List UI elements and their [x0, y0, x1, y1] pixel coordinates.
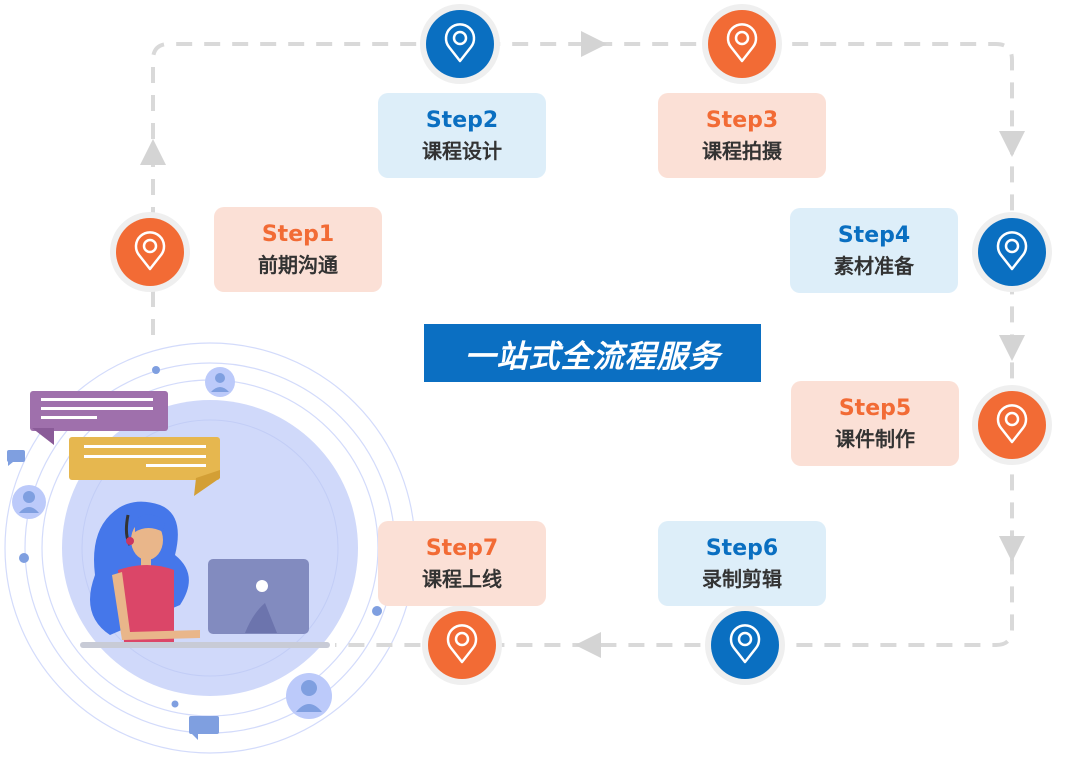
step-number: Step2 [425, 107, 499, 133]
step-marker-3 [702, 4, 782, 84]
step-card-2: Step2 课程设计 [378, 93, 546, 178]
location-pin-icon [134, 231, 166, 271]
step-number: Step5 [838, 395, 912, 421]
step-marker-5 [972, 385, 1052, 465]
step-name: 课程设计 [422, 138, 502, 163]
step-marker-4 [972, 212, 1052, 292]
arrow-right-icon [581, 31, 607, 57]
step-name: 课件制作 [835, 426, 915, 451]
step-marker-7 [422, 605, 502, 685]
step-name: 课程拍摄 [702, 138, 782, 163]
step-number: Step4 [837, 222, 911, 248]
step-card-3: Step3 课程拍摄 [658, 93, 826, 178]
step-name: 前期沟通 [258, 252, 338, 277]
step-card-1: Step1 前期沟通 [214, 207, 382, 292]
step-name: 录制剪辑 [702, 566, 782, 591]
step-card-7: Step7 课程上线 [378, 521, 546, 606]
page-title: 一站式全流程服务 [424, 324, 761, 382]
arrow-up-icon [140, 139, 166, 165]
user-avatar-icon [286, 673, 332, 719]
location-pin-icon [996, 231, 1028, 271]
step-card-5: Step5 课件制作 [791, 381, 959, 466]
arrow-down-icon [999, 131, 1025, 157]
location-pin-icon [446, 624, 478, 664]
step-name: 素材准备 [834, 253, 914, 278]
step-number: Step7 [425, 535, 499, 561]
step-number: Step6 [705, 535, 779, 561]
arrow-down-icon [999, 536, 1025, 562]
step-number: Step3 [705, 107, 779, 133]
direction-arrows [140, 31, 1025, 658]
purple-speech-bubble [30, 391, 168, 445]
step-card-4: Step4 素材准备 [790, 208, 958, 293]
location-pin-icon [996, 404, 1028, 444]
process-path [151, 42, 1014, 647]
chat-bubble-icon [189, 716, 219, 740]
step-name: 课程上线 [422, 566, 502, 591]
arrow-down-icon [999, 335, 1025, 361]
yellow-speech-bubble [69, 437, 220, 496]
location-pin-icon [444, 23, 476, 63]
user-avatar-icon [12, 485, 46, 519]
step-number: Step1 [261, 221, 335, 247]
customer-service-illustration [4, 342, 416, 754]
step-marker-2 [420, 4, 500, 84]
step-marker-6 [705, 605, 785, 685]
user-avatar-icon [205, 367, 235, 397]
woman-at-computer [80, 501, 330, 648]
step-card-6: Step6 录制剪辑 [658, 521, 826, 606]
chat-bubble-icon [7, 450, 25, 466]
step-marker-1 [110, 212, 190, 292]
arrow-left-icon [575, 632, 601, 658]
location-pin-icon [726, 23, 758, 63]
location-pin-icon [729, 624, 761, 664]
